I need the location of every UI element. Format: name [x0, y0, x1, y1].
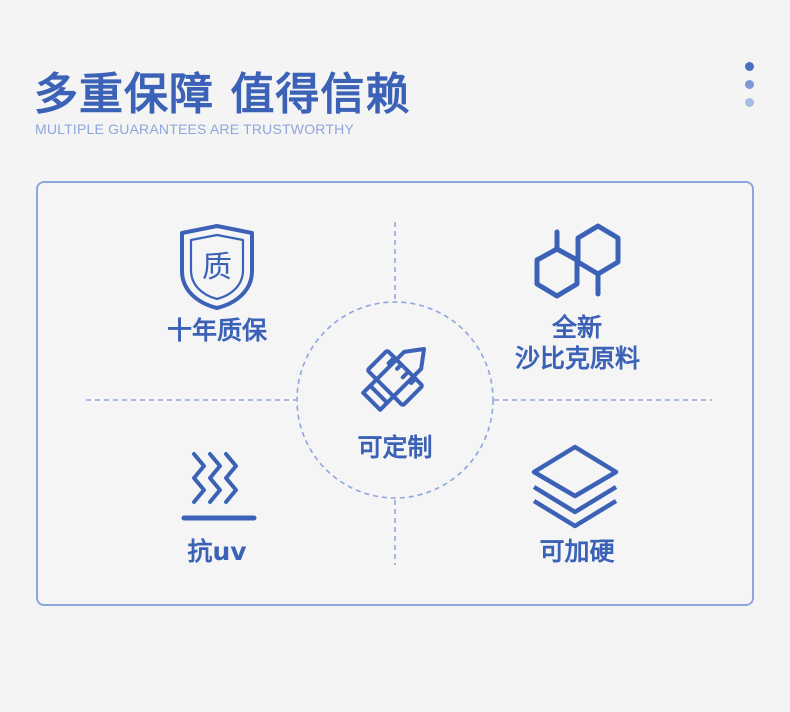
page-title: 多重保障 值得信赖	[34, 69, 411, 120]
shield-icon	[180, 224, 254, 310]
molecule-icon	[534, 223, 621, 299]
more-menu-icon[interactable]	[744, 62, 756, 110]
divider-lines	[86, 222, 712, 565]
center-dashed-circle	[296, 301, 494, 499]
label-material-line1: 全新	[551, 313, 602, 342]
layers-icon	[531, 444, 619, 529]
heat-waves-icon	[181, 452, 257, 521]
shield-icon-text: 质	[202, 250, 232, 285]
label-harden: 可加硬	[539, 537, 615, 566]
pencil-ruler-icon	[361, 347, 426, 412]
label-uv: 抗uv	[187, 537, 247, 566]
label-material-line2: 沙比克原料	[514, 344, 640, 373]
label-custom: 可定制	[357, 433, 433, 462]
label-warranty: 十年质保	[166, 316, 267, 345]
page-subtitle: MULTIPLE GUARANTEES ARE TRUSTWORTHY	[35, 121, 354, 137]
